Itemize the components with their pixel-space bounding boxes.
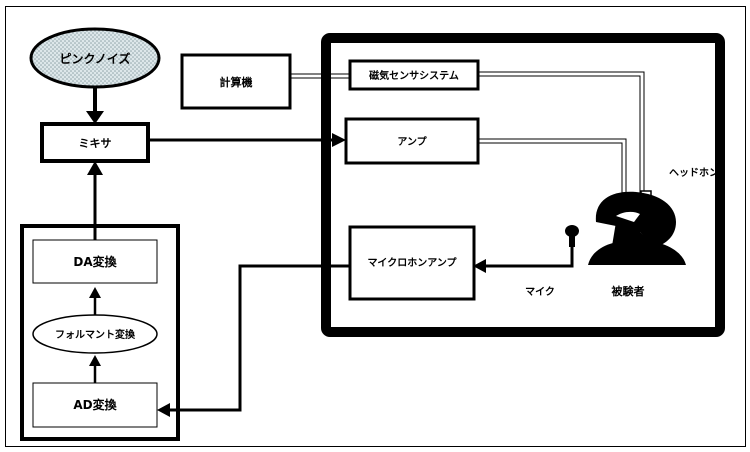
- amplifier-label: アンプ: [397, 135, 427, 148]
- computer-label: 計算機: [220, 75, 253, 89]
- headphone-label: ヘッドホン: [669, 167, 719, 179]
- pink-noise-label: ピンクノイズ: [60, 51, 131, 66]
- microphone-amplifier-label: マイクロホンアンプ: [367, 256, 457, 269]
- magnetic-sensor-system-label: 磁気センサシステム: [369, 69, 459, 82]
- da-conversion-label: DA変換: [73, 254, 117, 269]
- microphone-label: マイク: [525, 286, 555, 298]
- mixer-label: ミキサ: [79, 137, 112, 150]
- formant-conversion-label: フォルマント変換: [55, 328, 136, 341]
- ad-conversion-label: AD変換: [73, 397, 117, 412]
- subject-label: 被験者: [612, 284, 645, 298]
